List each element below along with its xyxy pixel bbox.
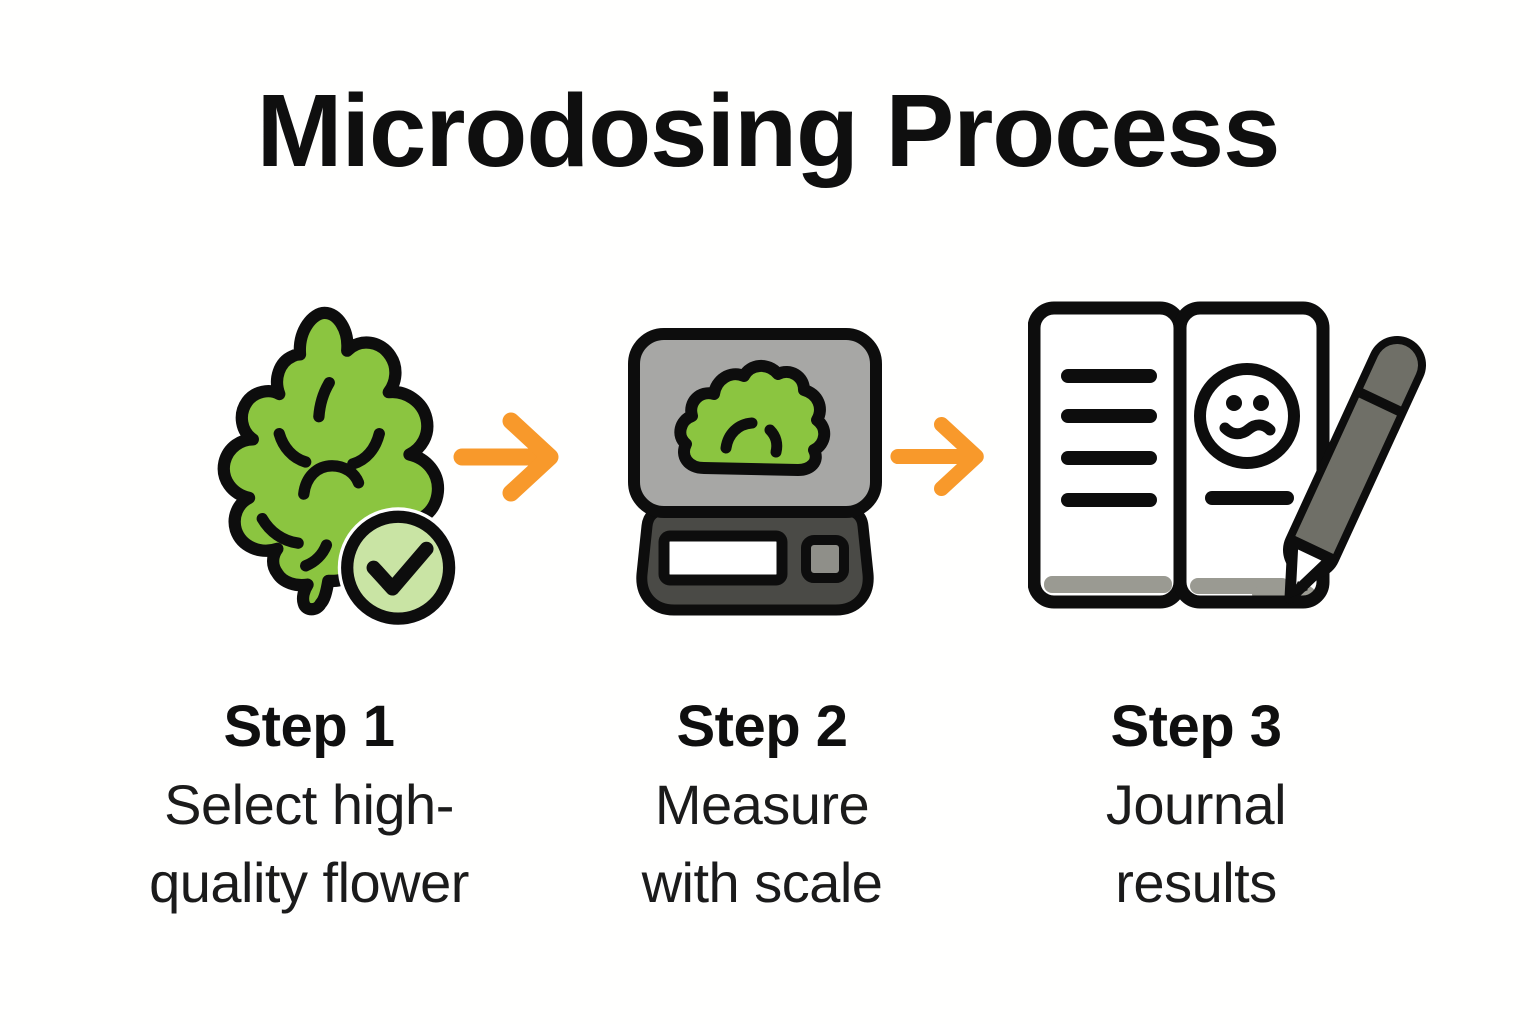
notebook-icon [1028,301,1330,609]
journal-text-lines [1061,369,1294,507]
step-description-line: Measure [654,773,870,836]
smiley-face-icon [1194,363,1300,469]
step-description-line: Journal [1105,773,1287,836]
journal-with-pen-icon [1028,301,1426,609]
pen-icon [1283,336,1426,604]
arrow-right-icon [890,416,984,497]
step-label: Step 3 [1110,694,1282,759]
step-description-line: Select high- [164,773,454,836]
arrow-right-icon [453,412,559,502]
checkmark-icon [337,507,459,629]
step-2-label-block: Step 2 Measure with scale [582,688,942,922]
step-description-line: results [1115,851,1277,914]
step-1-label-block: Step 1 Select high- quality flower [89,688,529,922]
scale-button [801,535,849,583]
page-title: Microdosing Process [256,73,1281,188]
step-description-line: quality flower [149,851,469,914]
scale-display [658,530,788,586]
step-label: Step 1 [223,694,395,759]
flower-pile-icon [674,360,831,476]
step-3-label-block: Step 3 Journal results [1016,688,1376,922]
flower-with-checkmark-icon [217,306,459,629]
step-description-line: with scale [641,851,883,914]
step-label: Step 2 [676,694,848,759]
weighing-scale-icon [628,328,882,616]
